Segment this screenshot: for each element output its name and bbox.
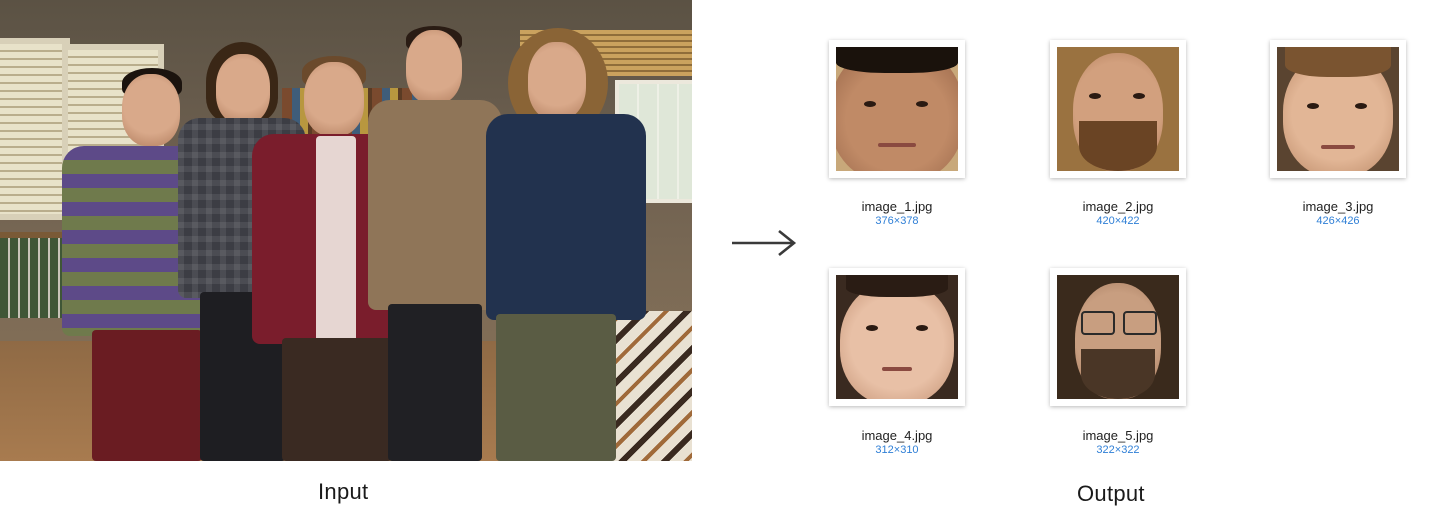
output-thumbnail-2[interactable] <box>1050 40 1186 178</box>
file-name-2: image_2.jpg <box>1082 199 1154 214</box>
output-thumbnail-3[interactable] <box>1270 40 1406 178</box>
foosball-table <box>0 232 70 318</box>
input-caption: Input <box>318 479 369 504</box>
face-thumbnail-icon <box>1057 275 1179 399</box>
file-dims-5: 322×322 <box>1096 444 1140 456</box>
face-thumbnail-icon <box>1057 47 1179 171</box>
person-4 <box>368 26 502 461</box>
file-dims-3: 426×426 <box>1316 215 1360 227</box>
file-name-1: image_1.jpg <box>861 199 933 214</box>
input-photo <box>0 0 692 461</box>
right-arrow-icon <box>732 229 797 257</box>
face-thumbnail-icon <box>836 275 958 399</box>
output-caption: Output <box>1077 481 1145 506</box>
face-thumbnail-icon <box>1277 47 1399 171</box>
output-thumbnail-4[interactable] <box>829 268 965 406</box>
file-dims-1: 376×378 <box>875 215 919 227</box>
file-dims-4: 312×310 <box>875 444 919 456</box>
window-left <box>0 38 70 220</box>
output-thumbnail-5[interactable] <box>1050 268 1186 406</box>
file-name-3: image_3.jpg <box>1302 199 1374 214</box>
output-thumbnail-1[interactable] <box>829 40 965 178</box>
person-5 <box>486 28 646 461</box>
file-name-5: image_5.jpg <box>1082 428 1154 443</box>
face-thumbnail-icon <box>836 47 958 171</box>
file-name-4: image_4.jpg <box>861 428 933 443</box>
file-dims-2: 420×422 <box>1096 215 1140 227</box>
